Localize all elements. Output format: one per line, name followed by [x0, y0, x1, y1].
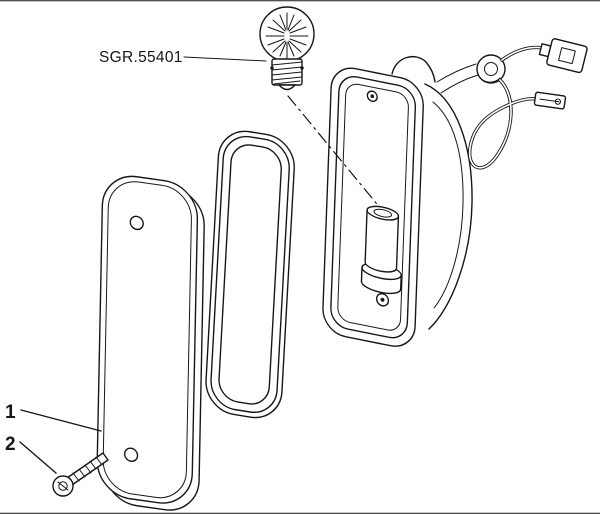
- wire-exit-neck: [436, 63, 479, 94]
- socket-collar-bottom: [360, 280, 402, 295]
- bulb-base-threads: [271, 61, 303, 85]
- item-2-leader-line: [19, 441, 57, 474]
- gasket-drawing: [205, 130, 295, 419]
- flange-screw-hole-center: [370, 94, 375, 99]
- lens-face-inner-line: [102, 181, 192, 499]
- screw-drawing: [52, 452, 109, 497]
- terminal-opening: [558, 47, 576, 65]
- grommet-outline: [476, 54, 506, 84]
- housing-shell-inner-line: [432, 101, 464, 309]
- bulb-base-tip: [278, 84, 296, 91]
- housing-top-hump: [391, 55, 436, 83]
- flange-recess-edge: [337, 83, 409, 331]
- socket-opening: [373, 208, 393, 218]
- item-1-label: 1: [5, 402, 16, 423]
- bulb-alignment-centerline: [287, 95, 382, 210]
- wiring-harness: [468, 38, 588, 170]
- wire-upper-core: [501, 46, 544, 61]
- screw-head-center: [58, 481, 68, 491]
- socket-side: [364, 209, 400, 273]
- item-2-label: 2: [5, 434, 16, 455]
- bulb-socket: [360, 205, 402, 307]
- bulb-ref-label: SGR.55401: [99, 49, 183, 66]
- lens-drawing: [96, 175, 205, 511]
- bulb-bayonet-pin-left: [270, 66, 274, 70]
- housing-shell-outline: [424, 83, 473, 330]
- wire-lower-core: [468, 79, 539, 169]
- bulb-drawing: [259, 6, 315, 91]
- spade-terminal: [533, 91, 567, 110]
- lens-screw-hole-bottom-shadow: [125, 457, 137, 462]
- item-1-leader-line: [20, 409, 102, 432]
- screw-threads: [72, 456, 103, 482]
- lamp-housing-drawing: [322, 54, 506, 347]
- spade-hole: [554, 98, 561, 105]
- lens-screw-hole-top-shadow: [131, 225, 143, 230]
- housing-screw-center: [380, 297, 385, 302]
- bulb-filament-rays: [265, 12, 309, 59]
- socket-collar-side: [360, 266, 402, 291]
- lens-face: [96, 175, 199, 504]
- gasket-inner-edge: [218, 144, 282, 405]
- grommet-inner: [484, 62, 498, 76]
- flag-terminal: [538, 38, 588, 74]
- bulb-ref-leader-line: [183, 56, 267, 62]
- screw-head-slot: [57, 481, 69, 491]
- bulb-bayonet-pin-right: [300, 66, 304, 70]
- flange-inner-edge: [330, 76, 417, 339]
